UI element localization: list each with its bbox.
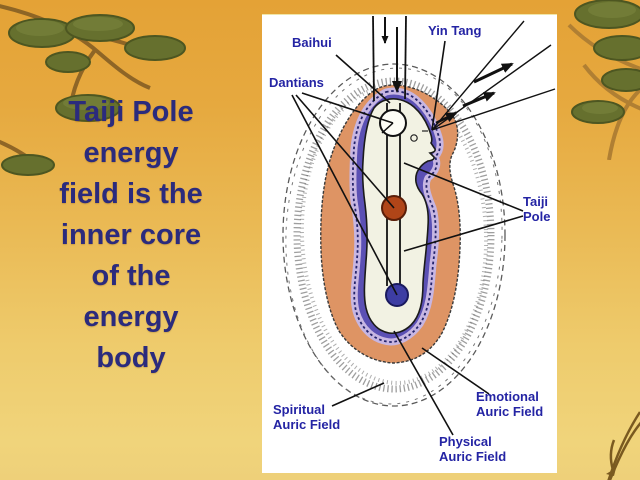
pine-tree-top-right-icon — [567, 0, 640, 160]
label-dantians: Dantians — [269, 75, 324, 90]
energy-body-diagram — [282, 15, 556, 436]
slide-headline: Taiji Pole energy field is the inner cor… — [59, 96, 203, 374]
label-spiritual-auric-field: Spiritual Auric Field — [273, 402, 341, 432]
upper-dantian-radius — [381, 122, 394, 134]
twig-knot — [606, 468, 616, 476]
energy-arrow-icon — [435, 111, 458, 125]
energy-arrow-icon — [473, 62, 514, 84]
energy-arrow-icon — [462, 91, 496, 108]
label-yin-tang: Yin Tang — [428, 23, 482, 38]
diagram-panel: Baihui Yin Tang Dantians Taiji Pole Spir… — [262, 14, 557, 473]
face-details — [410, 130, 428, 142]
spiritual-auric-field-ring — [282, 63, 506, 407]
twig-branch-bottom-right-icon — [606, 411, 640, 480]
label-baihui: Baihui — [292, 35, 332, 50]
label-emotional-auric-field: Emotional Auric Field — [476, 389, 544, 419]
yintang-radiating-arrows — [431, 20, 556, 131]
label-taiji-pole: Taiji Pole — [523, 194, 551, 224]
callout-lines — [291, 40, 524, 436]
crown-energy-channel — [372, 15, 407, 102]
label-physical-auric-field: Physical Auric Field — [439, 434, 507, 464]
